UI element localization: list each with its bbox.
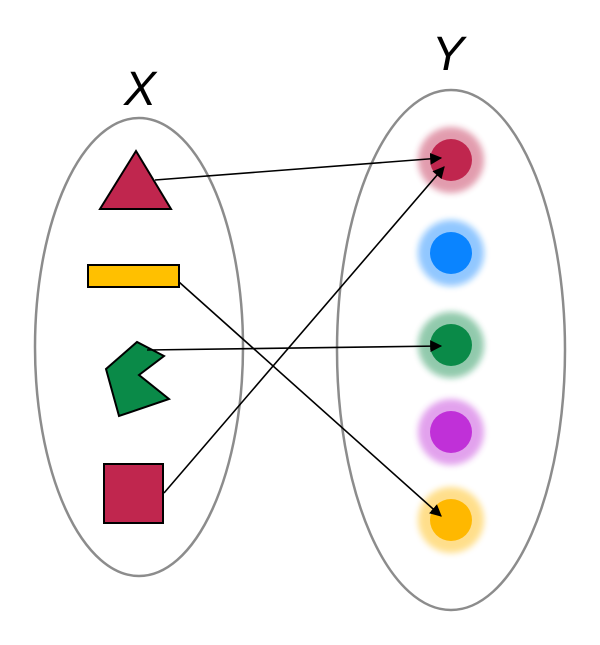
crimson-dot bbox=[418, 127, 484, 193]
green-dot bbox=[418, 312, 484, 378]
set-y-ellipse bbox=[335, 88, 567, 612]
triangle-shape bbox=[98, 149, 173, 210]
set-y-label: Y bbox=[432, 28, 467, 81]
gold-dot bbox=[418, 487, 484, 553]
set-x-ellipse bbox=[33, 116, 245, 578]
arrow-square-to-crimson bbox=[163, 166, 445, 494]
arrow-rectangle-to-gold bbox=[178, 281, 442, 517]
blue-dot bbox=[418, 220, 484, 286]
pacman-shape bbox=[104, 340, 172, 418]
square-shape bbox=[103, 463, 164, 524]
rectangle-shape bbox=[87, 264, 180, 288]
arrow-pacman-to-green bbox=[146, 340, 443, 353]
purple-dot bbox=[418, 399, 484, 465]
arrow-triangle-to-crimson bbox=[154, 152, 443, 181]
set-x-label: X bbox=[123, 63, 158, 116]
